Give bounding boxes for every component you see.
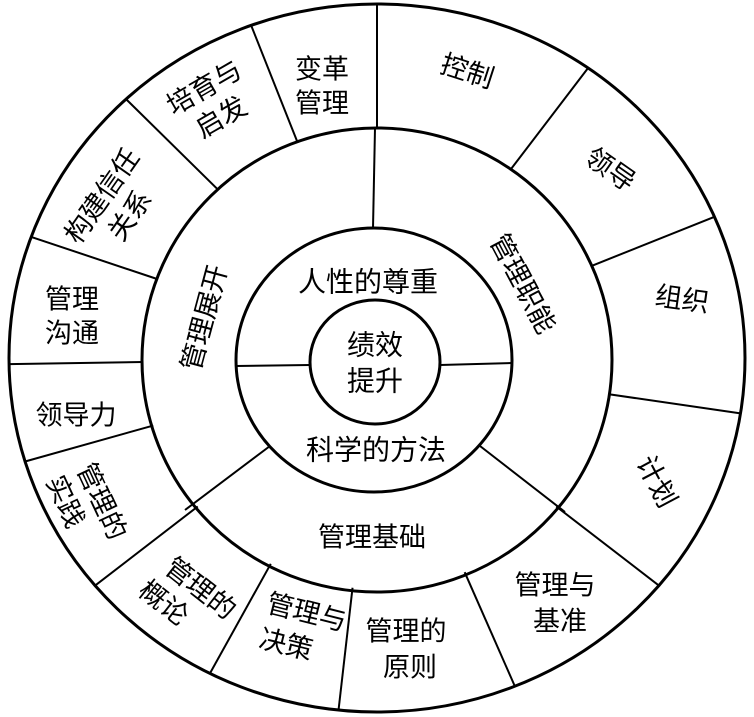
outer-segment-label: 管理与 决策 <box>256 588 349 666</box>
center-line-2: 提升 <box>347 365 403 398</box>
outer-segment-label: 管理的 原则 <box>366 617 447 684</box>
middle-label-right: 管理职能 <box>483 229 561 339</box>
label-line: 管理 <box>295 89 349 120</box>
middle-divider-top <box>372 127 376 229</box>
outer-divider <box>510 67 589 170</box>
center-label: 绩效 提升 <box>347 329 403 398</box>
outer-segment-label: 组织 <box>653 281 711 319</box>
outer-segment-label: 控制 <box>437 49 498 95</box>
outer-divider <box>9 361 144 366</box>
outer-divider <box>24 424 154 463</box>
label-line: 变革 <box>295 55 349 86</box>
outer-segment-label: 管理与 基准 <box>515 571 596 638</box>
outer-divider <box>337 587 354 711</box>
outer-segment-label: 培育与 启发 <box>162 55 253 145</box>
inner-label-bottom: 科学的方法 <box>306 434 446 467</box>
outer-segment-label: 构建信任 关系 <box>59 143 159 249</box>
middle-divider-right <box>479 445 566 513</box>
outer-divider <box>463 571 516 687</box>
label-line: 基准 <box>533 607 587 638</box>
outer-segment-label: 管理的 实践 <box>39 458 132 545</box>
outer-segment-label: 管理 沟通 <box>45 285 99 350</box>
outer-divider <box>30 235 158 280</box>
outer-segment-label: 计划 <box>630 451 683 513</box>
inner-divider-left <box>235 364 311 367</box>
label-line: 沟通 <box>45 319 99 350</box>
outer-divider <box>607 393 741 415</box>
outer-divider <box>250 24 298 142</box>
middle-label-left: 管理展开 <box>176 262 234 374</box>
label-line: 管理的 <box>366 617 447 648</box>
middle-divider-left <box>184 445 271 511</box>
outer-segment-label: 领导力 <box>36 401 117 432</box>
outer-segment-label: 变革 管理 <box>295 55 349 120</box>
label-line: 决策 <box>256 623 316 666</box>
label-line: 管理与 <box>515 571 596 602</box>
inner-label-top: 人性的尊重 <box>298 266 438 299</box>
label-line: 原则 <box>383 653 437 684</box>
middle-label-bottom: 管理基础 <box>318 523 426 554</box>
outer-divider <box>209 563 272 674</box>
inner-divider-right <box>439 362 513 366</box>
outer-divider <box>591 215 715 267</box>
middle-ring <box>140 126 614 594</box>
outer-divider <box>555 505 660 587</box>
center-circle <box>308 298 442 426</box>
label-line: 管理 <box>45 285 99 316</box>
outer-segment-label: 领导 <box>579 142 641 198</box>
center-line-1: 绩效 <box>347 329 403 362</box>
outer-divider <box>125 98 219 190</box>
outer-divider <box>94 505 199 587</box>
